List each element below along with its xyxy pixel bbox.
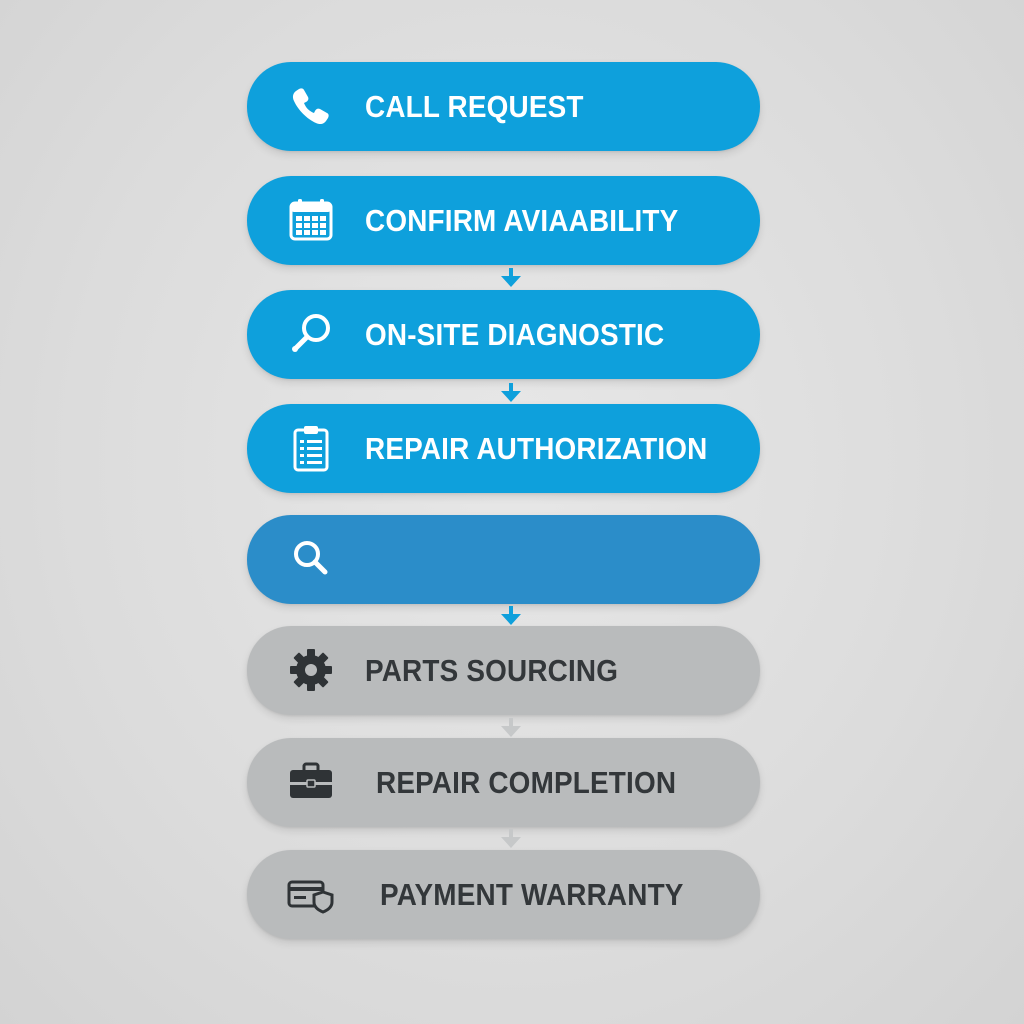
- phone-icon: [285, 80, 337, 132]
- step-label: REPAIR AUTHORIZATION: [365, 431, 708, 466]
- step-label: REPAIR COMPLETION: [376, 765, 677, 800]
- down-arrow-icon: [499, 829, 523, 849]
- step-call-request[interactable]: CALL REQUEST: [247, 62, 760, 151]
- step-label: CALL REQUEST: [365, 89, 584, 124]
- down-arrow-icon: [499, 606, 523, 626]
- step-repair-completion[interactable]: REPAIR COMPLETION: [247, 738, 760, 827]
- card-shield-icon: [285, 868, 337, 920]
- clipboard-icon: [285, 422, 337, 474]
- step-repair-authorization[interactable]: REPAIR AUTHORIZATION: [247, 404, 760, 493]
- step-payment-warranty[interactable]: PAYMENT WARRANTY: [247, 850, 760, 939]
- down-arrow-icon: [499, 383, 523, 403]
- search-icon: [285, 533, 337, 585]
- down-arrow-icon: [499, 718, 523, 738]
- step-label: CONFIRM AVIAABILITY: [365, 203, 679, 238]
- down-arrow-icon: [499, 268, 523, 288]
- step-label: ON-SITE DIAGNOSTIC: [365, 317, 665, 352]
- calendar-icon: [285, 194, 337, 246]
- gear-icon: [285, 644, 337, 696]
- step-confirm-availability[interactable]: CONFIRM AVIAABILITY: [247, 176, 760, 265]
- magnifier-icon: [285, 308, 337, 360]
- step-parts-sourcing[interactable]: PARTS SOURCING: [247, 626, 760, 715]
- toolbox-icon: [285, 756, 337, 808]
- step-label: PAYMENT WARRANTY: [380, 877, 684, 912]
- step-current[interactable]: [247, 515, 760, 604]
- step-on-site-diagnostic[interactable]: ON-SITE DIAGNOSTIC: [247, 290, 760, 379]
- step-label: PARTS SOURCING: [365, 653, 619, 688]
